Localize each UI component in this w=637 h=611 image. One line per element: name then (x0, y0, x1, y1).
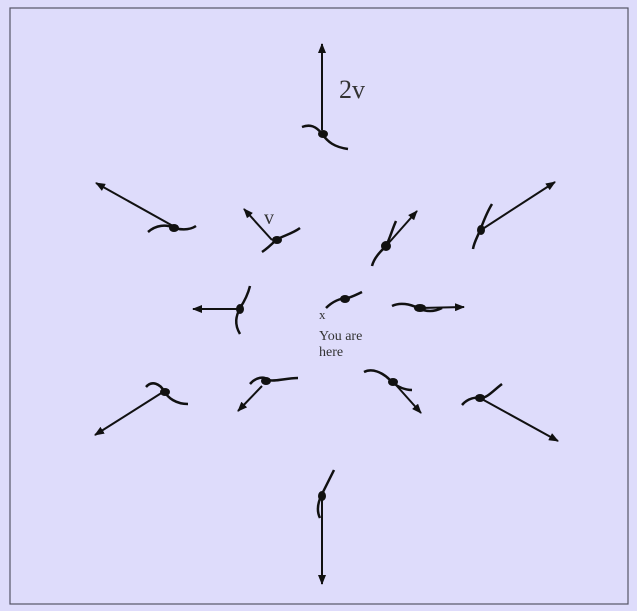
observer-galaxy (326, 292, 362, 308)
galaxy-core (475, 394, 485, 402)
galaxy-core (318, 130, 328, 138)
galaxy-core (477, 225, 485, 235)
outer-velocity-label: 2v (339, 75, 365, 104)
galaxy-core (318, 491, 326, 501)
galaxy-core (261, 377, 271, 385)
observer-label-line2: here (319, 345, 343, 360)
galaxy-core (381, 241, 391, 251)
outer-galaxy-upper-right (473, 182, 555, 249)
galaxy-core (160, 388, 170, 396)
outer-galaxy-lower-left (95, 383, 188, 435)
inner-galaxy-right (392, 304, 464, 312)
velocity-arrow-2v (96, 183, 173, 226)
galaxy-core (414, 304, 426, 312)
galaxy-core (236, 304, 244, 314)
galaxy-shape (364, 370, 412, 390)
inner-galaxy-lower-left (238, 377, 298, 411)
velocity-arrow-v (420, 307, 464, 308)
outer-galaxy-bottom (318, 470, 334, 584)
outer-galaxy-lower-right (462, 384, 558, 441)
galaxy-core (169, 224, 179, 232)
galaxy-core (388, 378, 398, 386)
inner-galaxy-upper-right (372, 211, 417, 266)
inner-galaxy-lower-right (364, 370, 421, 413)
inner-velocity-label: v (264, 207, 274, 229)
galaxy-shape (250, 378, 298, 384)
velocity-arrow-v (238, 386, 262, 411)
velocity-arrow-2v (95, 392, 163, 435)
galaxy-core (340, 295, 350, 303)
velocity-arrow-v (386, 211, 417, 246)
galaxy-core (272, 236, 282, 244)
velocity-arrow-2v (480, 398, 558, 441)
observer-label-line1: You are (319, 329, 362, 344)
inner-galaxy-left (193, 286, 250, 334)
observer-marker: x (319, 307, 326, 322)
outer-galaxy-upper-left (96, 183, 196, 232)
